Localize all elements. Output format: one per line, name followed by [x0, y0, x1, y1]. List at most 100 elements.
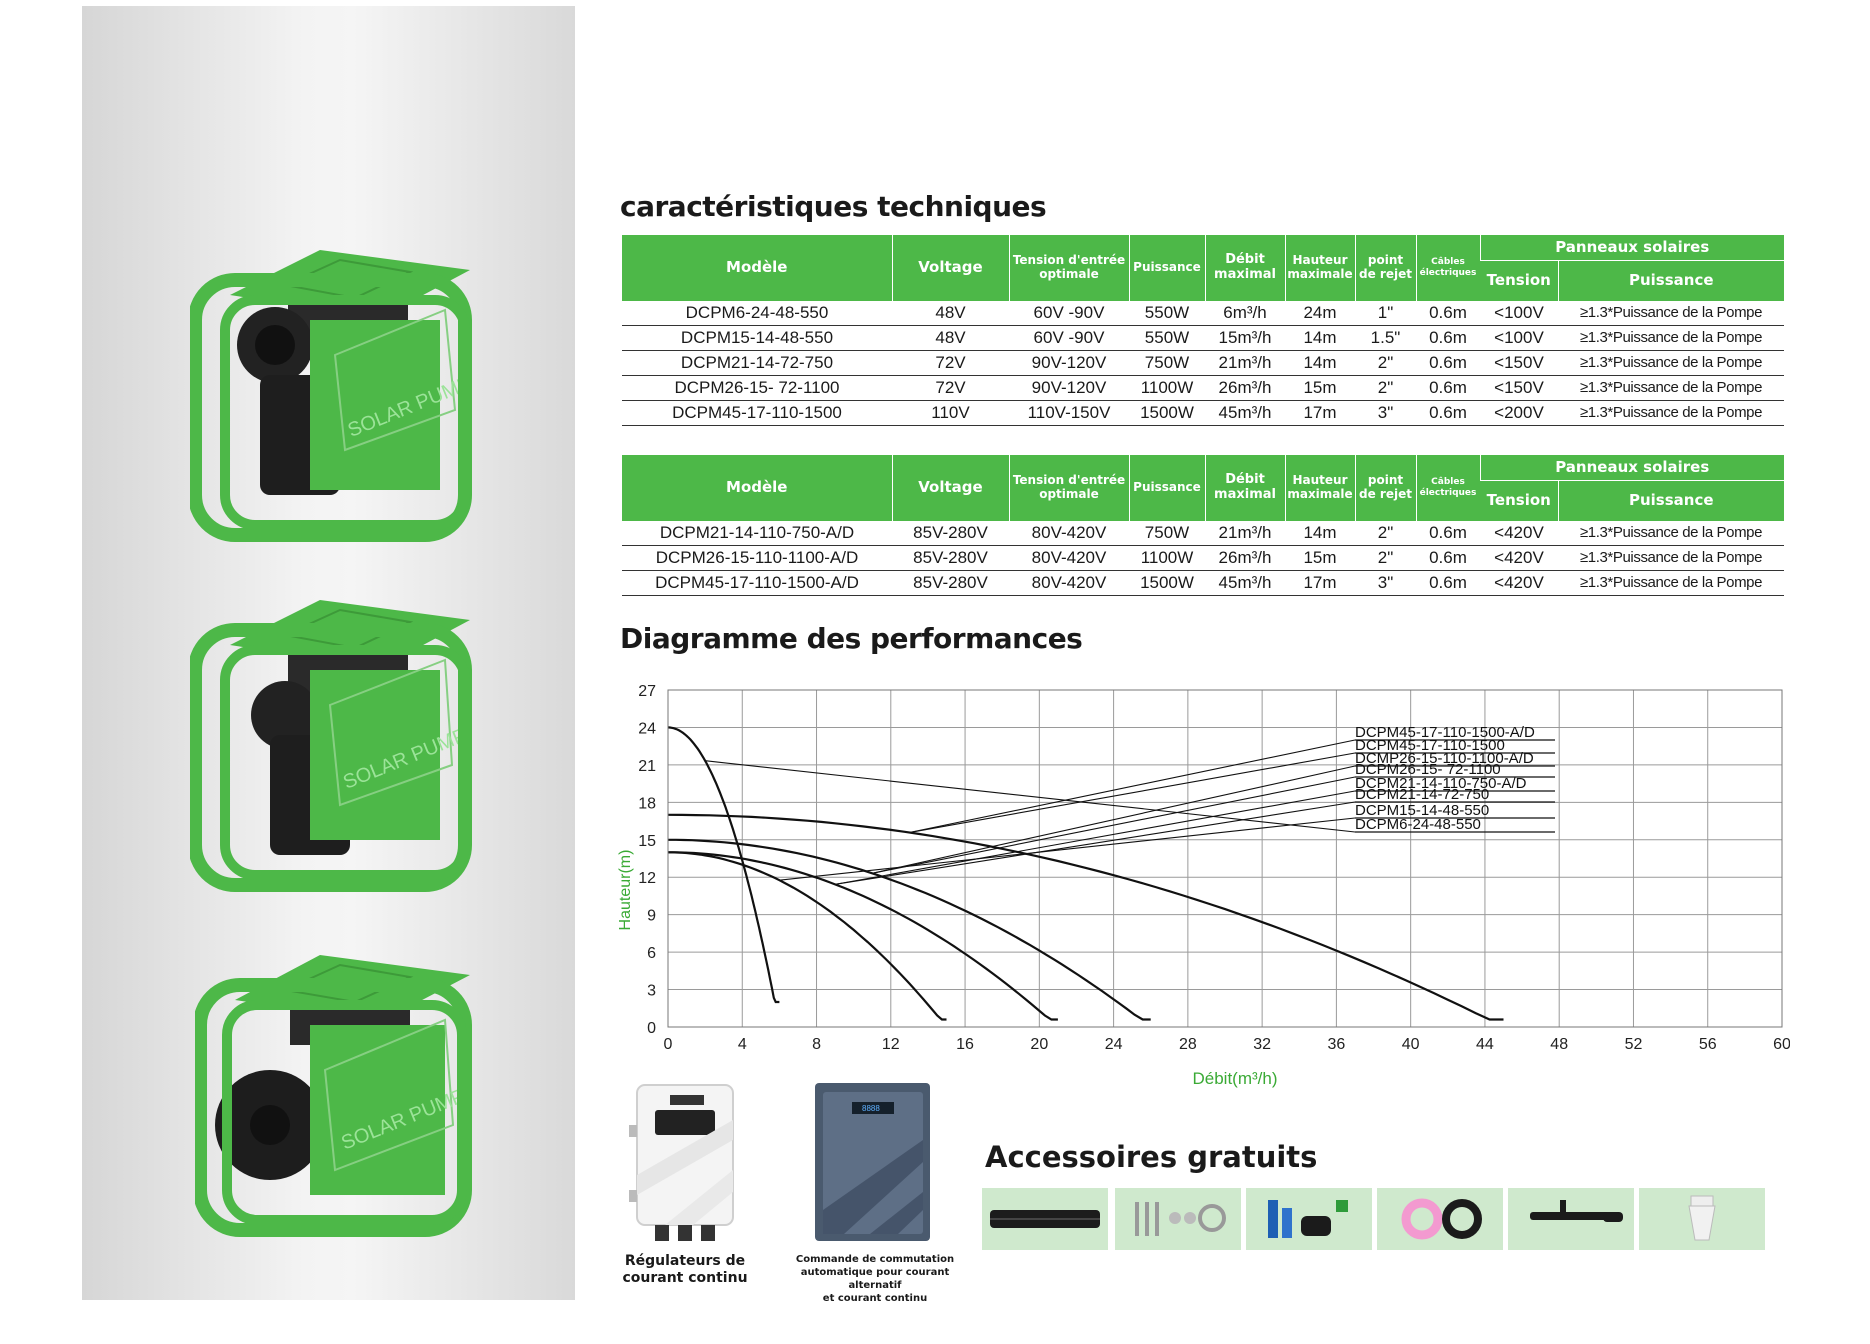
table-cell: 90V-120V — [1009, 375, 1129, 401]
series-curve — [667, 813, 1504, 1021]
table-cell: 1100W — [1129, 375, 1205, 401]
plot-area-border — [667, 689, 1783, 1028]
table-cell: 1100W — [1129, 545, 1205, 571]
table-cell: 80V-420V — [1009, 520, 1129, 546]
table-cell: 550W — [1129, 325, 1205, 351]
x-tick-label: 24 — [1105, 1036, 1123, 1053]
y-tick-label: 21 — [638, 758, 656, 775]
x-tick-label: 36 — [1328, 1036, 1346, 1053]
accessory-hose — [982, 1188, 1108, 1250]
table-cell: DCPM6-24-48-550 — [622, 300, 892, 326]
table-cell: 2" — [1355, 545, 1416, 571]
table-cell: 6m³/h — [1205, 300, 1285, 326]
x-tick-label: 32 — [1253, 1036, 1271, 1053]
col-panneaux-solaires: Panneaux solaires — [1479, 454, 1784, 481]
table-cell: ≥1.3*Puissance de la Pompe — [1558, 520, 1784, 546]
table-cell: 14m — [1285, 325, 1355, 351]
table-cell: 550W — [1129, 300, 1205, 326]
table-cell: 60V -90V — [1009, 325, 1129, 351]
solar-pump-image-2: SOLAR PUMP — [190, 600, 472, 892]
table-cell: 110V-150V — [1009, 400, 1129, 426]
col-panneaux-puissance: Puissance — [1557, 480, 1784, 521]
y-tick-label: 15 — [638, 833, 656, 850]
y-tick-label: 27 — [638, 683, 656, 700]
col-panneaux-solaires: Panneaux solaires — [1479, 234, 1784, 261]
table-cell: 1.5" — [1355, 325, 1416, 351]
series-curve — [668, 838, 1151, 1021]
table-cell: <420V — [1480, 570, 1558, 596]
y-tick-label: 9 — [647, 908, 656, 925]
table-cell: ≥1.3*Puissance de la Pompe — [1558, 375, 1784, 401]
table-cell: 17m — [1285, 570, 1355, 596]
dc-controller-image — [629, 1084, 734, 1241]
table-cell: ≥1.3*Puissance de la Pompe — [1558, 545, 1784, 571]
table-cell: 750W — [1129, 520, 1205, 546]
table-cell: <200V — [1480, 400, 1558, 426]
x-tick-label: 28 — [1179, 1036, 1197, 1053]
legend-label: DCMP26-15-110-1100-A/D — [1355, 750, 1534, 767]
x-axis-label: Débit(m³/h) — [1192, 1069, 1277, 1088]
table-cell: 0.6m — [1416, 520, 1480, 546]
accessories-title: Accessoires gratuits — [985, 1140, 1318, 1174]
x-tick-label: 40 — [1402, 1036, 1420, 1053]
x-tick-label: 60 — [1773, 1036, 1790, 1053]
col-voltage: Voltage — [891, 234, 1009, 301]
table-cell: 80V-420V — [1009, 570, 1129, 596]
solar-pump-image-3: SOLAR PUMP — [195, 955, 472, 1237]
y-tick-label: 0 — [647, 1020, 656, 1037]
y-tick-label: 6 — [647, 945, 656, 962]
table-cell: 1500W — [1129, 570, 1205, 596]
table-cell: 0.6m — [1416, 350, 1480, 376]
table-cell: 0.6m — [1416, 570, 1480, 596]
table-cell: 85V-280V — [892, 570, 1009, 596]
table-cell: 45m³/h — [1205, 570, 1285, 596]
table-cell: ≥1.3*Puissance de la Pompe — [1558, 350, 1784, 376]
table-cell: <420V — [1480, 520, 1558, 546]
y-axis-label: Hauteur(m) — [617, 850, 634, 931]
x-tick-label: 0 — [664, 1036, 673, 1053]
table-cell: DCPM15-14-48-550 — [622, 325, 892, 351]
accessory-screws-clamp — [1115, 1188, 1241, 1250]
y-tick-label: 24 — [638, 720, 656, 737]
legend-label: DCPM15-14-48-550 — [1355, 802, 1489, 819]
series-curve — [667, 726, 780, 1004]
x-tick-label: 20 — [1030, 1036, 1048, 1053]
table-cell: <150V — [1480, 375, 1558, 401]
legend-leader-line — [835, 801, 1356, 885]
legend-label: DCPM45-17-110-1500 — [1355, 737, 1505, 754]
accessory-connectors — [1246, 1188, 1372, 1250]
table-cell: 45m³/h — [1205, 400, 1285, 426]
solar-pump-image-1: SOLAR PUMP — [190, 250, 475, 542]
col-modele: Modèle — [622, 454, 892, 521]
y-tick-label: 18 — [638, 795, 656, 812]
legend-label: DCPM21-14-110-750-A/D — [1355, 775, 1527, 792]
table-cell: 0.6m — [1416, 400, 1480, 426]
legend-leader-line — [909, 752, 1356, 834]
table-cell: 48V — [892, 325, 1009, 351]
table-cell: 1" — [1355, 300, 1416, 326]
table-cell: 110V — [892, 400, 1009, 426]
x-tick-label: 12 — [882, 1036, 900, 1053]
table-cell: 72V — [892, 350, 1009, 376]
table-cell: 2" — [1355, 350, 1416, 376]
x-tick-label: 16 — [956, 1036, 974, 1053]
legend-label: DCPM26-15- 72-1100 — [1355, 761, 1501, 778]
table-cell: 2" — [1355, 520, 1416, 546]
table-cell: ≥1.3*Puissance de la Pompe — [1558, 570, 1784, 596]
col-panneaux-tension: Tension — [1480, 480, 1558, 521]
table-cell: 0.6m — [1416, 325, 1480, 351]
x-tick-label: 44 — [1476, 1036, 1494, 1053]
table-cell: 1500W — [1129, 400, 1205, 426]
table-cell: 17m — [1285, 400, 1355, 426]
